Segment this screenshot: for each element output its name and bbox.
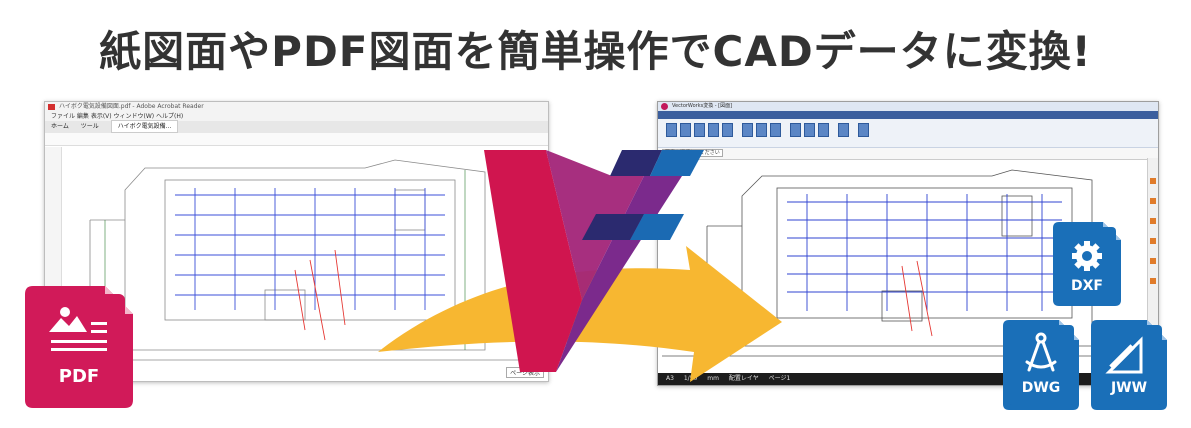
status-paper[interactable]: A3 [666,375,674,382]
viewer-toolbar[interactable] [45,133,548,146]
ribbon-toolbar[interactable] [658,119,1158,148]
pdf-label: PDF [58,366,100,387]
vertical-scrollbar[interactable] [1147,158,1158,373]
layer-button[interactable] [1150,278,1156,284]
status-unit[interactable]: mm [707,375,719,382]
app-logo-icon [661,103,668,110]
tool-icon[interactable] [770,123,781,137]
gear-icon [1053,222,1121,306]
tab-tools[interactable]: ツール [80,123,99,130]
layer-button[interactable] [1150,178,1156,184]
ruler-pencil-icon [1091,320,1167,410]
viewer-titlebar: ハイボク電気設備図面.pdf - Adobe Acrobat Reader [45,102,548,112]
status-page[interactable]: ページ1 [768,375,791,382]
tool-icon[interactable] [666,123,677,137]
viewer-menubar[interactable]: ファイル 編集 表示(V) ウィンドウ(W) ヘルプ(H) [45,112,548,121]
dxf-label: DXF [1071,278,1103,294]
headline: 紙図面やPDF図面を簡単操作でCADデータに変換! [99,27,1092,76]
cad-title: VectorWorks変換 - [図面] [672,103,733,109]
tool-icon[interactable] [756,123,767,137]
viewer-tabs: ホーム ツール ハイボク電気設備... [45,120,548,133]
jww-badge: JWW [1091,320,1167,410]
dxf-badge: DXF [1053,222,1121,306]
dwg-badge: DWG [1003,320,1079,410]
layer-button[interactable] [1150,238,1156,244]
compass-icon [1003,320,1079,410]
image-document-icon [25,286,133,408]
tool-icon[interactable] [858,123,869,137]
tool-icon[interactable] [804,123,815,137]
cad-titlebar: VectorWorks変換 - [図面] [658,102,1158,111]
layer-button[interactable] [1150,258,1156,264]
tool-icon[interactable] [742,123,753,137]
tool-icon[interactable] [694,123,705,137]
tool-icon[interactable] [838,123,849,137]
tool-icon[interactable] [708,123,719,137]
viewer-title: ハイボク電気設備図面.pdf - Adobe Acrobat Reader [59,103,204,110]
layer-button[interactable] [1150,198,1156,204]
pdf-badge: PDF [25,286,133,408]
acrobat-icon [48,104,55,110]
tab-home[interactable]: ホーム [51,123,69,130]
floor-plan-drawing [65,159,543,361]
tool-icon[interactable] [680,123,691,137]
tool-icon[interactable] [818,123,829,137]
tool-icon[interactable] [790,123,801,137]
jww-label: JWW [1110,380,1148,396]
status-layer[interactable]: 配置レイヤ [728,375,759,382]
layer-button[interactable] [1150,218,1156,224]
ribbon-tabs[interactable] [658,111,1158,119]
tab-document[interactable]: ハイボク電気設備... [110,120,179,133]
tool-icon[interactable] [722,123,733,137]
dwg-label: DWG [1021,380,1061,396]
